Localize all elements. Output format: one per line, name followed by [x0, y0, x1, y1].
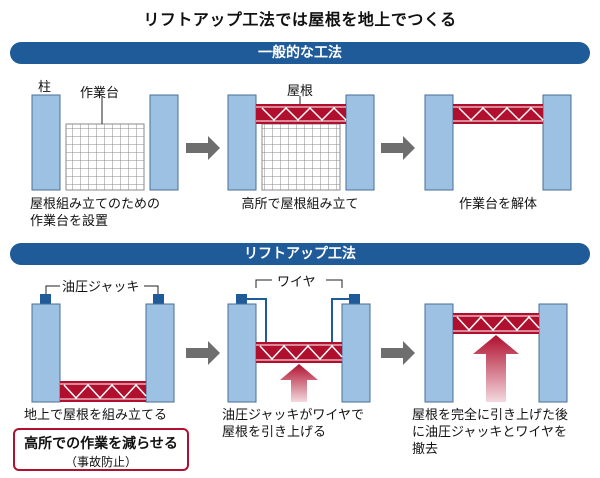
pillar-right — [538, 303, 568, 403]
liftup-step2-caption: 油圧ジャッキがワイヤで 屋根を引き上げる — [222, 408, 364, 440]
pillar-left — [424, 94, 454, 191]
pillar-right — [345, 94, 375, 191]
arrow-right-icon — [381, 136, 415, 160]
hydraulic-jack-left — [40, 294, 51, 304]
general-step1-caption: 屋根組み立てのための 作業台を設置 — [30, 197, 161, 229]
hydraulic-jack-right — [153, 294, 164, 304]
general-step2-caption: 高所で屋根組み立て — [241, 197, 359, 212]
general-step2-illustration — [227, 94, 375, 191]
pillar-left — [31, 94, 61, 191]
roof-label: 屋根 — [287, 84, 314, 99]
work-platform-label: 作業台 — [80, 86, 120, 101]
banner-liftup-method: リフトアップ工法 — [10, 243, 590, 265]
pillar-right — [149, 94, 179, 191]
hydraulic-jack-left — [236, 294, 247, 304]
hydraulic-jack-right — [349, 294, 360, 304]
pillar-label: 柱 — [38, 80, 52, 95]
liftup-step3-illustration — [424, 303, 568, 403]
pillar-left — [227, 303, 257, 403]
wire-right — [331, 298, 349, 342]
work-platform-scaffold — [261, 123, 341, 191]
page-title: リフトアップ工法では屋根を地上でつくる — [143, 10, 457, 29]
lift-up-arrow-icon — [473, 335, 519, 402]
arrow-right-icon — [186, 136, 220, 160]
wire-left — [247, 298, 267, 342]
pillar-right — [145, 303, 175, 403]
benefit-note-box: 高所での作業を減らせる （事故防止） — [13, 428, 189, 471]
pillar-right — [341, 303, 371, 403]
liftup-step1-caption: 地上で屋根を組み立てる — [24, 408, 168, 423]
general-step3-illustration — [424, 94, 572, 191]
hydraulic-jack-label: 油圧ジャッキ — [62, 280, 140, 295]
liftup-step2-illustration — [227, 279, 371, 403]
pillar-right — [542, 94, 572, 191]
liftup-step3-caption: 屋根を完全に引き上げた後 に油圧ジャッキとワイヤを 撤去 — [412, 408, 569, 457]
general-step1-illustration — [31, 94, 179, 191]
lift-up-arrow-icon — [280, 364, 318, 402]
general-step3-caption: 作業台を解体 — [458, 197, 537, 212]
pillar-left — [227, 94, 257, 191]
banner-general-method: 一般的な工法 — [10, 42, 590, 64]
pillar-left — [31, 303, 61, 403]
work-platform-scaffold — [65, 123, 145, 191]
arrow-right-icon — [381, 341, 415, 365]
benefit-note-subtitle: （事故防止） — [64, 455, 137, 469]
wire-label: ワイヤ — [277, 275, 316, 290]
liftup-step1-illustration — [31, 285, 175, 403]
benefit-note-title: 高所での作業を減らせる — [24, 436, 178, 452]
pillar-left — [424, 303, 454, 403]
arrow-right-icon — [186, 341, 220, 365]
